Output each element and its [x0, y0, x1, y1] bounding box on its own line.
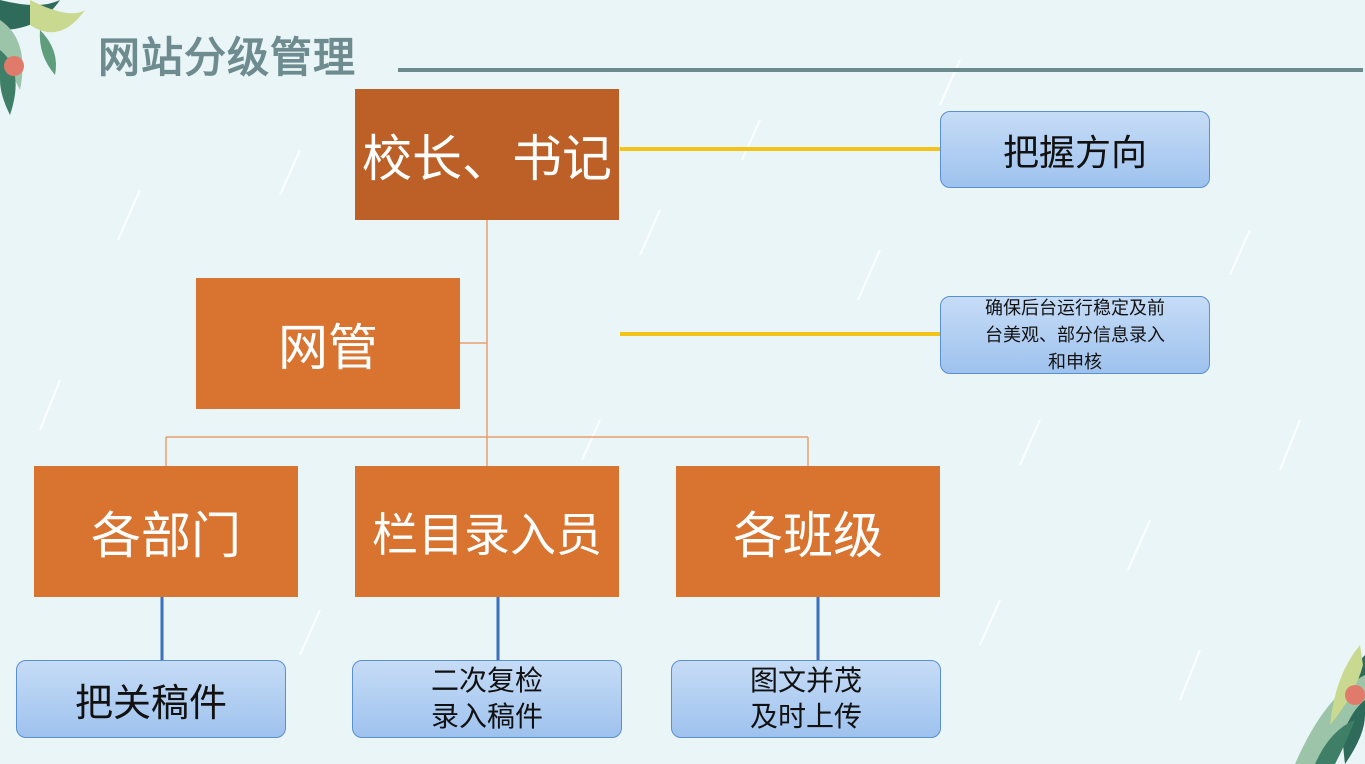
note-class-duty-line-2: 及时上传	[749, 700, 862, 733]
note-backend-line-2: 台美观、部分信息录入	[985, 324, 1165, 346]
node-principal-label: 校长、书记	[362, 129, 612, 188]
node-classes-label: 各班级	[733, 506, 883, 565]
note-backend-line-1: 确保后台运行稳定及前	[985, 297, 1165, 319]
note-editor-duty: 二次复检 录入稿件	[352, 660, 622, 738]
note-direction: 把握方向	[940, 111, 1210, 188]
note-dept-duty: 把关稿件	[16, 660, 286, 738]
note-direction-text: 把握方向	[1002, 132, 1147, 174]
node-departments: 各部门	[34, 466, 298, 597]
note-dept-duty-text: 把关稿件	[74, 680, 227, 725]
note-class-duty-line-1: 图文并茂	[749, 664, 862, 697]
note-editor-duty-line-2: 录入稿件	[430, 700, 543, 733]
title-underline	[398, 68, 1363, 72]
node-netadmin-label: 网管	[278, 318, 378, 377]
node-column-editors: 栏目录入员	[355, 466, 619, 597]
node-principal: 校长、书记	[355, 89, 619, 220]
leaf-decoration-bottom-right	[1295, 645, 1365, 764]
page-title: 网站分级管理	[98, 33, 357, 82]
node-classes: 各班级	[676, 466, 940, 597]
node-column-editors-label: 栏目录入员	[372, 507, 602, 562]
note-backend: 确保后台运行稳定及前 台美观、部分信息录入 和申核	[940, 296, 1210, 374]
note-backend-line-3: 和申核	[1048, 351, 1102, 373]
node-netadmin: 网管	[196, 278, 460, 409]
note-class-duty: 图文并茂 及时上传	[671, 660, 941, 738]
leaf-decoration-top-left	[0, 0, 85, 115]
note-editor-duty-line-1: 二次复检	[430, 664, 543, 697]
node-departments-label: 各部门	[91, 506, 241, 565]
